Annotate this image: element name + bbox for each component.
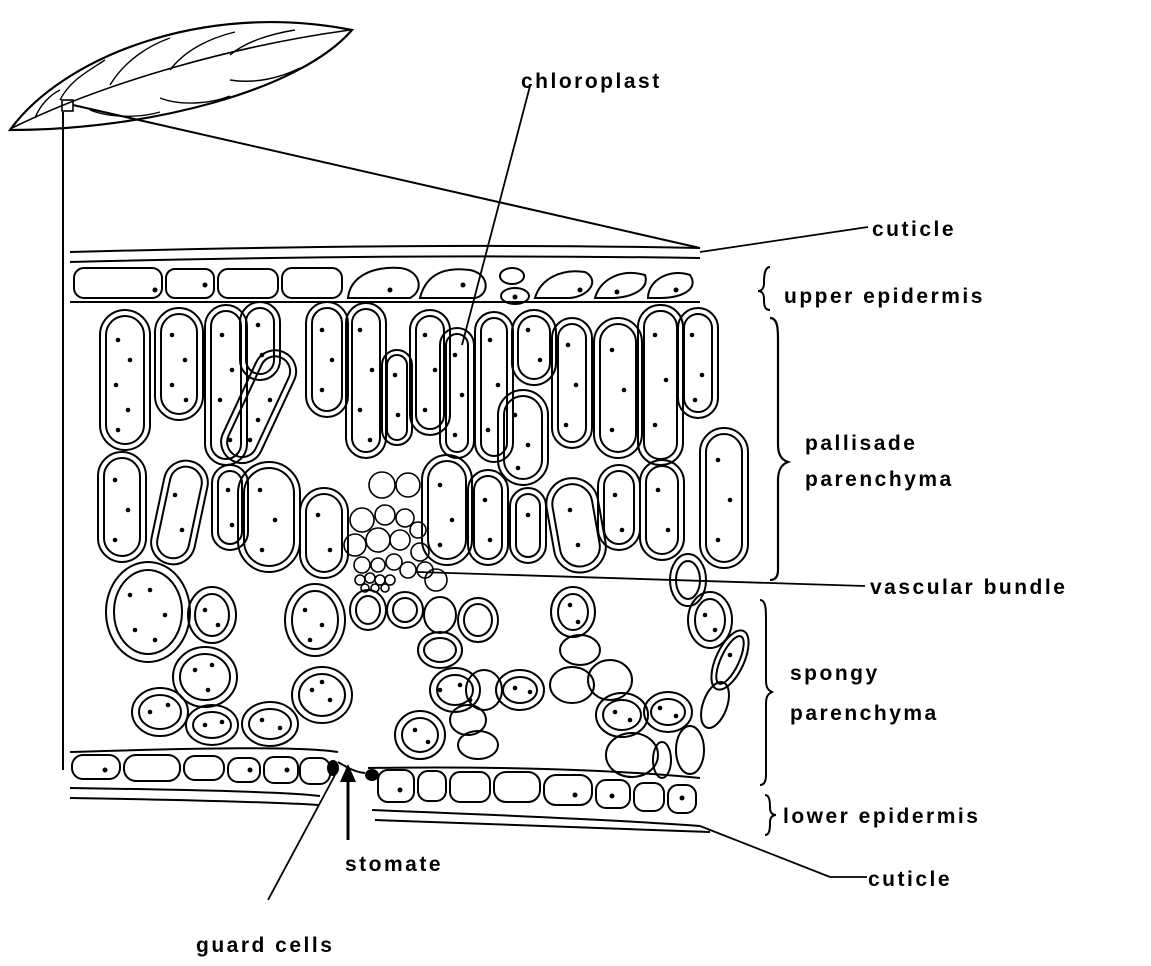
- label-chloroplast: chloroplast: [521, 70, 662, 93]
- label-cuticle-top: cuticle: [872, 218, 956, 241]
- label-spongy: spongy: [790, 662, 880, 685]
- palisade-cells-upper: [100, 302, 718, 485]
- label-vascular-bundle: vascular bundle: [870, 576, 1067, 599]
- brace-pallisade: [770, 318, 788, 580]
- upper-epidermis-cells: [74, 268, 693, 304]
- label-spongy-parenchyma: parenchyma: [790, 702, 939, 725]
- brace-lower-epidermis: [765, 795, 776, 835]
- label-stomate: stomate: [345, 853, 443, 876]
- upper-cuticle: [70, 246, 700, 262]
- upper-epidermis-nuclei: [153, 283, 679, 300]
- zoom-projection-lines: [63, 105, 700, 770]
- label-pallisade: pallisade: [805, 432, 917, 455]
- stomate-arrow: [340, 764, 356, 840]
- label-guard-cells: guard cells: [196, 934, 334, 957]
- palisade-cells-lower: [98, 428, 748, 578]
- brace-upper-epidermis: [758, 267, 770, 310]
- brace-spongy: [760, 600, 772, 785]
- label-lower-epidermis: lower epidermis: [783, 805, 980, 828]
- spongy-cells: [106, 554, 756, 778]
- label-cuticle-bottom: cuticle: [868, 868, 952, 891]
- leaf-icon: [10, 22, 352, 130]
- vascular-bundle-cells: [344, 472, 447, 592]
- label-pallisade-parenchyma: parenchyma: [805, 468, 954, 491]
- label-upper-epidermis: upper epidermis: [784, 285, 985, 308]
- lower-epidermis-cells: [70, 748, 710, 832]
